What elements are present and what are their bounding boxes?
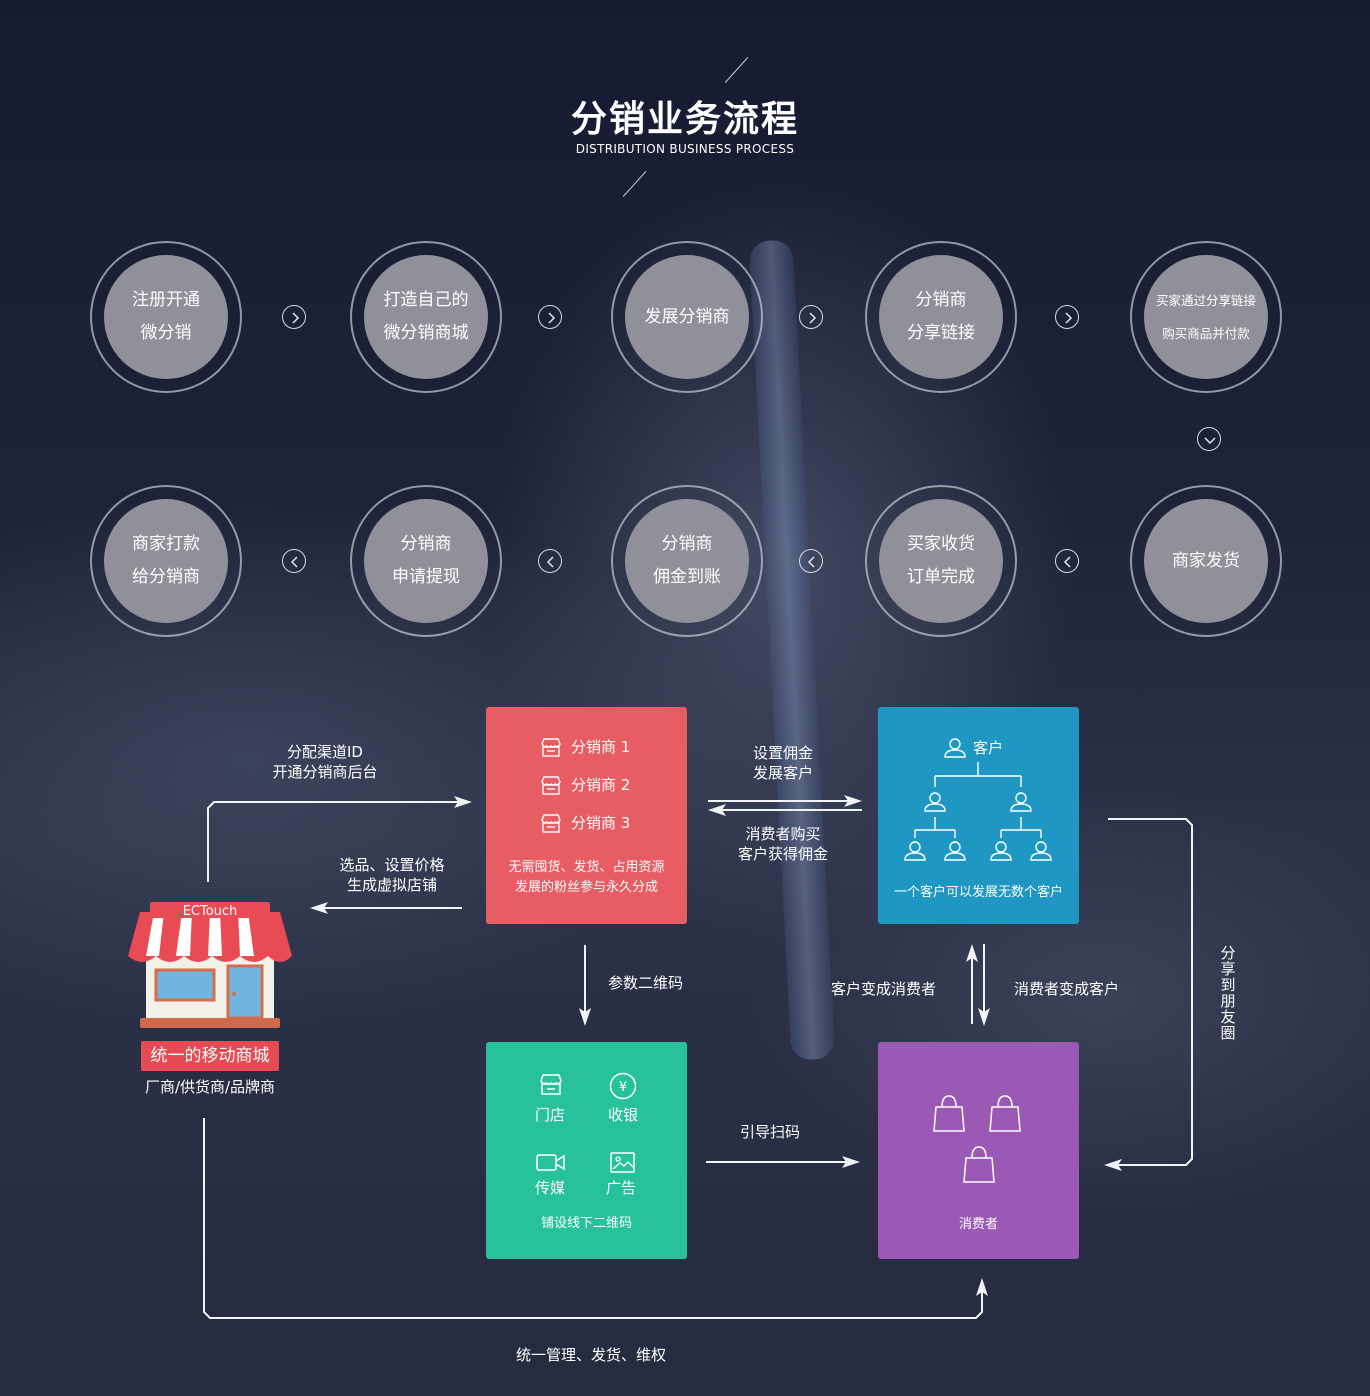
step-label: 订单完成 bbox=[907, 567, 975, 587]
cashier-icon: ¥ bbox=[609, 1072, 637, 1100]
customer-title: 客户 bbox=[973, 739, 1004, 757]
distributor-label: 分销商 2 bbox=[571, 776, 631, 794]
chevron-right-icon bbox=[282, 305, 306, 329]
step-label: 发展分销商 bbox=[644, 306, 730, 327]
step-label: 分销商 bbox=[400, 534, 452, 554]
svg-text:¥: ¥ bbox=[619, 1080, 627, 1095]
store-caption: 厂商/供货商/品牌商 bbox=[144, 1078, 276, 1096]
label-commission-line1: 设置佣金 bbox=[752, 744, 813, 762]
label-buy-line2: 客户获得佣金 bbox=[737, 845, 828, 863]
page-subtitle: DISTRIBUTION BUSINESS PROCESS bbox=[575, 142, 795, 156]
label-manage: 统一管理、发货、维权 bbox=[516, 1346, 667, 1364]
shop-icon bbox=[540, 1074, 562, 1095]
label-select-line1: 选品、设置价格 bbox=[339, 856, 445, 874]
shop-icon bbox=[541, 814, 561, 833]
offline-label-ad: 广告 bbox=[606, 1179, 637, 1197]
distributor-desc-1: 无需囤货、发货、占用资源 bbox=[508, 860, 665, 875]
chevron-right-icon bbox=[1055, 305, 1079, 329]
step-label: 商家发货 bbox=[1172, 550, 1240, 571]
label-assign: 分配渠道ID 开通分销商后台 bbox=[255, 742, 395, 782]
offline-label-media: 传媒 bbox=[535, 1179, 566, 1197]
consumer-box: 消费者 bbox=[878, 1042, 1079, 1259]
chevron-left-icon bbox=[282, 549, 306, 573]
shop-icon bbox=[541, 776, 561, 795]
label-assign-line1: 分配渠道ID bbox=[287, 743, 363, 761]
step-label: 微分销 bbox=[140, 323, 192, 343]
offline-desc: 铺设线下二维码 bbox=[540, 1216, 632, 1231]
step-label: 打造自己的 bbox=[383, 290, 469, 310]
image-icon bbox=[610, 1152, 635, 1173]
distributor-label: 分销商 1 bbox=[571, 738, 631, 756]
label-to-customer: 消费者变成客户 bbox=[1014, 980, 1120, 998]
label-qrcode: 参数二维码 bbox=[608, 974, 684, 992]
customer-box: 客户 一个客户可以发展无数个客户 bbox=[878, 707, 1079, 924]
video-camera-icon bbox=[536, 1154, 565, 1171]
label-commission-line2: 发展客户 bbox=[752, 764, 813, 782]
step-label: 佣金到账 bbox=[653, 567, 721, 587]
shopping-bags-icon bbox=[933, 1095, 1021, 1183]
label-share: 分享到朋友圈 bbox=[1220, 944, 1236, 1042]
step-label: 申请提现 bbox=[392, 567, 460, 587]
step-label: 购买商品并付款 bbox=[1162, 326, 1250, 341]
step-label: 分销商 bbox=[915, 290, 967, 310]
step-grow-distributors: 发展分销商 bbox=[611, 241, 763, 393]
step-label: 注册开通 bbox=[132, 290, 200, 310]
shop-icon bbox=[541, 738, 561, 757]
step-label: 买家通过分享链接 bbox=[1155, 293, 1256, 308]
store-sign: ECTouch bbox=[183, 904, 238, 919]
label-scan: 引导扫码 bbox=[740, 1123, 801, 1141]
step-buyer-pays: 买家通过分享链接 购买商品并付款 bbox=[1130, 241, 1282, 393]
chevron-right-icon bbox=[538, 305, 562, 329]
distributor-desc-2: 发展的粉丝参与永久分成 bbox=[514, 880, 658, 895]
page-title: 分销业务流程 bbox=[570, 99, 799, 140]
title-block: 分销业务流程 DISTRIBUTION BUSINESS PROCESS bbox=[0, 96, 1370, 156]
step-label: 买家收货 bbox=[907, 534, 975, 554]
step-label: 分享链接 bbox=[907, 323, 975, 343]
label-buy: 消费者购买 客户获得佣金 bbox=[718, 824, 848, 864]
step-merchant-pays: 商家打款 给分销商 bbox=[90, 485, 242, 637]
step-merchant-ships: 商家发货 bbox=[1130, 485, 1282, 637]
label-select: 选品、设置价格 生成虚拟店铺 bbox=[322, 855, 462, 895]
step-build-mall: 打造自己的 微分销商城 bbox=[350, 241, 502, 393]
step-request-withdrawal: 分销商 申请提现 bbox=[350, 485, 502, 637]
label-commission: 设置佣金 发展客户 bbox=[723, 743, 843, 783]
chevron-left-icon bbox=[1055, 549, 1079, 573]
step-label: 分销商 bbox=[661, 534, 713, 554]
step-label: 商家打款 bbox=[132, 534, 200, 554]
distributor-box: 分销商 1 分销商 2 分销商 3 无需囤货、发货、占用资源 发展的粉丝参与永久… bbox=[486, 707, 687, 924]
step-commission-credited: 分销商 佣金到账 bbox=[611, 485, 763, 637]
distributor-label: 分销商 3 bbox=[571, 814, 631, 832]
label-select-line2: 生成虚拟店铺 bbox=[346, 876, 437, 894]
store-icon: ECTouch bbox=[128, 902, 292, 1028]
store-badge: 统一的移动商城 bbox=[141, 1041, 279, 1071]
step-order-complete: 买家收货 订单完成 bbox=[865, 485, 1017, 637]
step-label: 微分销商城 bbox=[383, 323, 469, 343]
chevron-right-icon bbox=[799, 305, 823, 329]
label-to-consumer: 客户变成消费者 bbox=[831, 980, 937, 998]
consumer-label: 消费者 bbox=[958, 1217, 998, 1232]
chevron-down-icon bbox=[1197, 427, 1221, 451]
chevron-left-icon bbox=[799, 549, 823, 573]
offline-label-cashier: 收银 bbox=[608, 1106, 639, 1124]
label-buy-line1: 消费者购买 bbox=[745, 825, 821, 843]
step-share-link: 分销商 分享链接 bbox=[865, 241, 1017, 393]
customer-tree-icon bbox=[904, 738, 1052, 861]
step-label: 给分销商 bbox=[132, 567, 200, 587]
step-register: 注册开通 微分销 bbox=[90, 241, 242, 393]
offline-box: 门店 ¥ 收银 传媒 广告 铺设线下二维码 bbox=[486, 1042, 687, 1259]
customer-desc: 一个客户可以发展无数个客户 bbox=[893, 885, 1063, 900]
chevron-left-icon bbox=[538, 549, 562, 573]
offline-label-store: 门店 bbox=[535, 1106, 566, 1124]
label-assign-line2: 开通分销商后台 bbox=[272, 763, 378, 781]
